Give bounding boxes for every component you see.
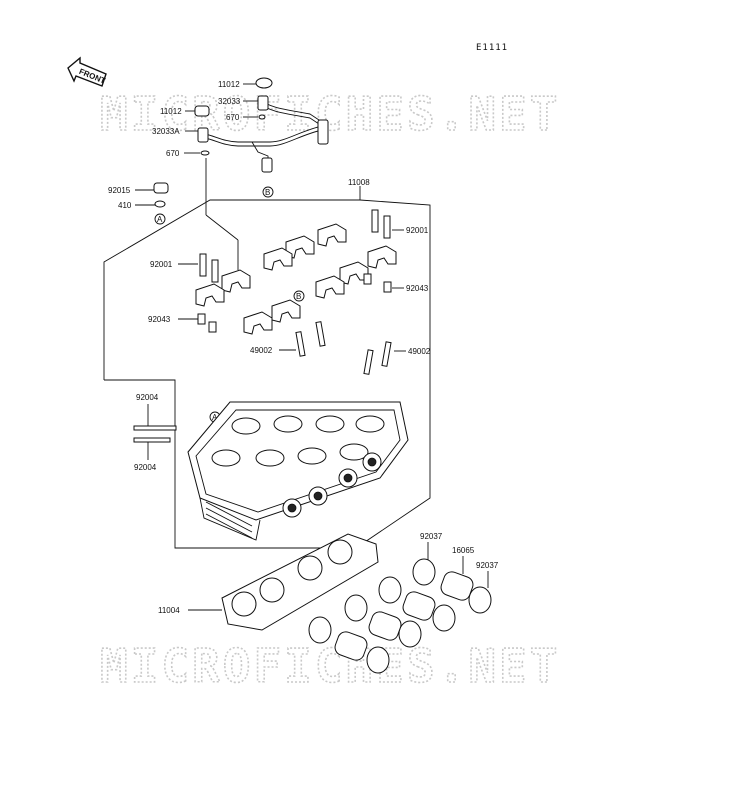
label-32033: 32033 bbox=[218, 97, 241, 106]
dowel-92043-left-b bbox=[208, 321, 217, 333]
label-92001-right: 92001 bbox=[406, 226, 429, 235]
ref-marker-b-mid: B bbox=[293, 290, 305, 302]
dowel-92043-right bbox=[383, 281, 392, 293]
label-11012-top: 11012 bbox=[218, 80, 240, 89]
label-92043-left: 92043 bbox=[148, 315, 171, 324]
washer-670-mid bbox=[258, 114, 266, 120]
cap-11012-top bbox=[255, 77, 273, 89]
ref-marker-a-top: A bbox=[154, 213, 166, 225]
label-92037-left: 92037 bbox=[420, 532, 443, 541]
label-670-low: 670 bbox=[166, 149, 180, 158]
intake-clamps bbox=[308, 558, 492, 674]
washer-670-low bbox=[200, 150, 210, 156]
label-92015: 92015 bbox=[108, 186, 131, 195]
svg-text:B: B bbox=[265, 188, 270, 197]
banjo-bolt-left bbox=[197, 127, 209, 143]
svg-text:A: A bbox=[157, 215, 163, 224]
valve-guide-49002-c bbox=[381, 341, 392, 367]
intake-holders-16065 bbox=[334, 571, 474, 661]
banjo-bolt-bottom bbox=[261, 157, 273, 173]
figure-code: E1111 bbox=[476, 43, 508, 53]
cylinder-head bbox=[187, 401, 409, 541]
watermark-bottom: MICROFICHES.NET bbox=[100, 639, 560, 693]
head-gasket-11004 bbox=[221, 533, 379, 631]
label-670-mid: 670 bbox=[226, 113, 240, 122]
valve-guide-49002-b bbox=[295, 331, 306, 357]
label-92043-right: 92043 bbox=[406, 284, 429, 293]
bracket-11008 bbox=[103, 199, 431, 549]
ref-marker-b-top: B bbox=[262, 186, 274, 198]
label-11012-left: 11012 bbox=[160, 107, 182, 116]
label-16065: 16065 bbox=[452, 546, 475, 555]
stud-92004-top bbox=[133, 425, 177, 431]
dowel-92043-left bbox=[197, 313, 206, 325]
bolts-92001 bbox=[199, 209, 391, 283]
banjo-bolt-right bbox=[317, 119, 329, 145]
leader-lines bbox=[135, 83, 489, 611]
label-410: 410 bbox=[118, 201, 132, 210]
label-92004-bottom: 92004 bbox=[134, 463, 157, 472]
valve-guide-49002-a bbox=[315, 321, 326, 347]
cap-11012-left bbox=[194, 105, 210, 117]
front-arrow-icon: FRONT bbox=[67, 56, 107, 87]
banjo-bolt-top bbox=[257, 95, 269, 111]
label-11004: 11004 bbox=[158, 606, 180, 615]
part-labels: 11012 32033 11012 670 32033A 670 92015 4… bbox=[108, 80, 499, 615]
camshaft-caps bbox=[195, 223, 397, 335]
label-92037-right: 92037 bbox=[476, 561, 499, 570]
svg-text:A: A bbox=[212, 413, 218, 422]
oil-pipe-assembly bbox=[197, 95, 329, 173]
label-49002-left: 49002 bbox=[250, 346, 273, 355]
nut-92015 bbox=[153, 182, 169, 194]
svg-text:B: B bbox=[296, 292, 301, 301]
dowel-92043-right-b bbox=[363, 273, 372, 285]
watermark-top: MICROFICHES.NET bbox=[100, 87, 560, 141]
valve-guide-49002-d bbox=[363, 349, 374, 375]
washer-410 bbox=[154, 200, 166, 208]
stud-92004-bottom bbox=[133, 437, 171, 443]
label-92004-top: 92004 bbox=[136, 393, 159, 402]
label-32033A: 32033A bbox=[152, 127, 180, 136]
label-49002-right: 49002 bbox=[408, 347, 431, 356]
label-11008: 11008 bbox=[348, 178, 370, 187]
label-92001-left: 92001 bbox=[150, 260, 173, 269]
